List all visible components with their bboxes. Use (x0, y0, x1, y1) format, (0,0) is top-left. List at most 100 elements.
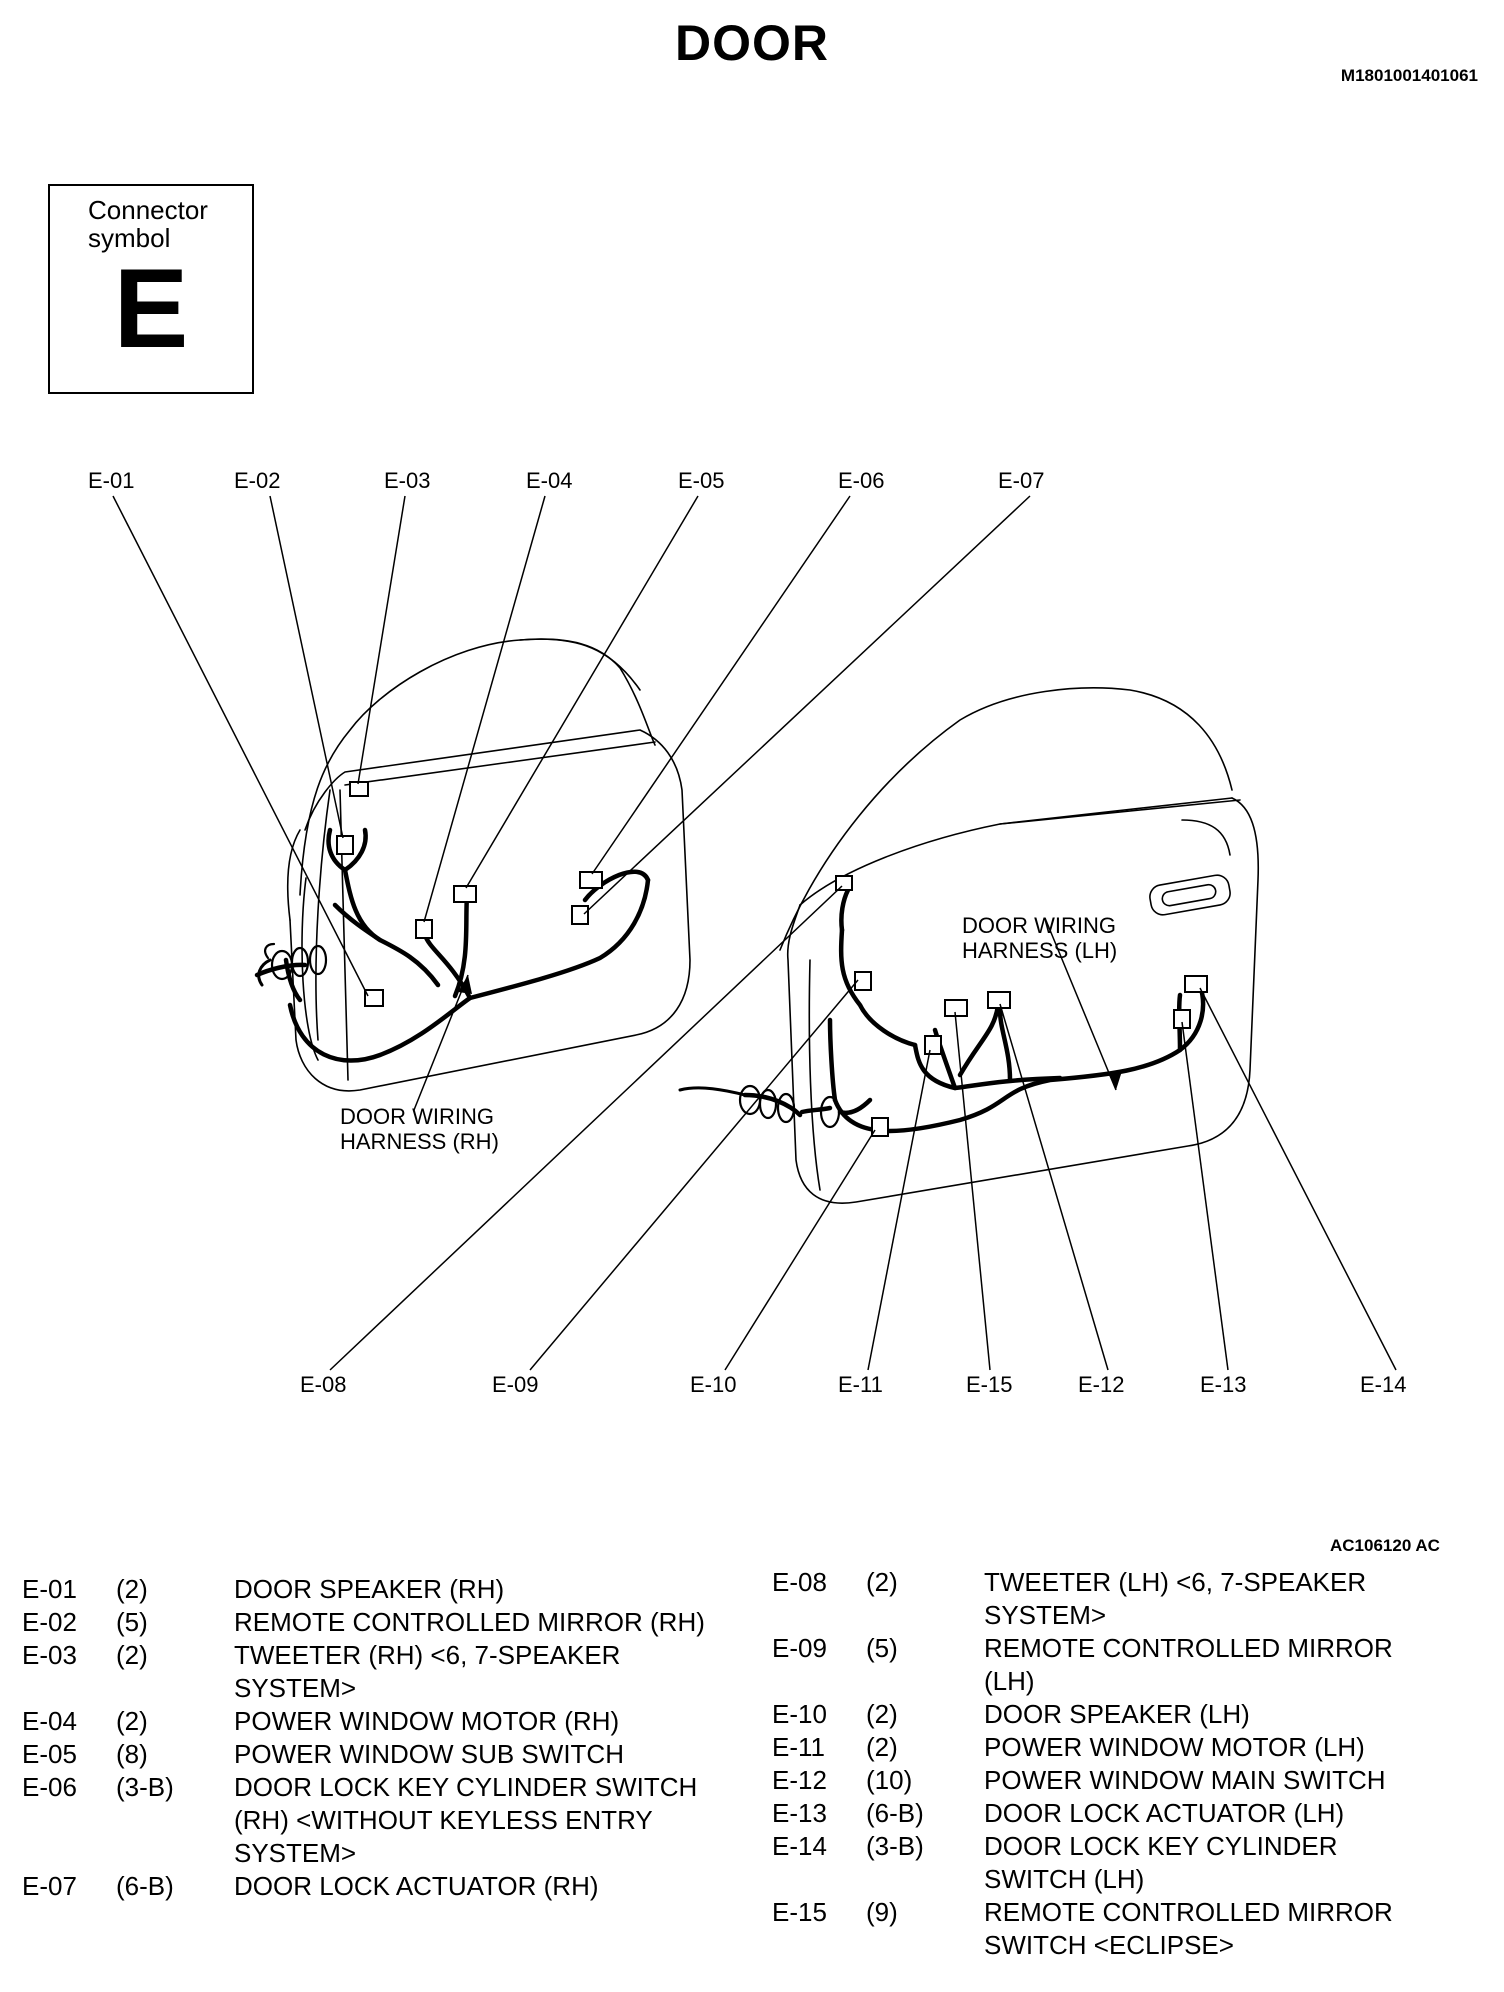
document-code: M1801001401061 (1340, 66, 1478, 85)
rh-door-panel (286, 638, 691, 1092)
connector-pins: (2) (866, 1699, 898, 1729)
connector-e06-rh (579, 871, 603, 889)
harness-label-lh: HARNESS (LH) (962, 938, 1117, 963)
connector-id: E-05 (22, 1739, 77, 1769)
callout-label: E-09 (492, 1372, 538, 1397)
connector-description: POWER WINDOW MAIN SWITCH (984, 1765, 1386, 1795)
connector-e13-lh (1173, 1009, 1191, 1029)
callout-label: E-03 (384, 468, 430, 493)
connector-e07-rh (571, 905, 589, 925)
connector-description: DOOR LOCK ACTUATOR (LH) (984, 1798, 1345, 1828)
connector-e08-lh (835, 875, 853, 891)
connector-e14-lh (1184, 975, 1208, 993)
connector-symbol-letter: E (113, 246, 189, 371)
callout-label: E-10 (690, 1372, 736, 1397)
harness-arrows (458, 975, 1122, 1090)
callout-label: E-01 (88, 468, 134, 493)
bottom-callouts: E-08 E-09 E-10 E-11 E-15 E-12 E-13 E-14 (300, 1372, 1406, 1397)
connector-description: DOOR LOCK KEY CYLINDER SWITCH (LH) (984, 1831, 1338, 1894)
connector-description: POWER WINDOW MOTOR (LH) (984, 1732, 1365, 1762)
list-item: E-08 (2) TWEETER (LH) <6, 7-SPEAKER SYST… (772, 1566, 1424, 1632)
figure-code: AC106120 AC (1330, 1536, 1440, 1555)
rh-connectors (336, 781, 603, 1007)
top-callouts: E-01 E-02 E-03 E-04 E-05 E-06 E-07 (88, 468, 1044, 493)
door-wiring-diagram: E-01 E-02 E-03 E-04 E-05 E-06 E-07 E-08 … (88, 468, 1406, 1397)
connector-list-right: E-08 (2) TWEETER (LH) <6, 7-SPEAKER SYST… (772, 1566, 1424, 1962)
connector-id: E-14 (772, 1831, 827, 1861)
connector-description: TWEETER (LH) <6, 7-SPEAKER SYSTEM> (984, 1567, 1367, 1630)
connector-e10-lh (871, 1117, 889, 1137)
connector-id: E-02 (22, 1607, 77, 1637)
connector-id: E-08 (772, 1567, 827, 1597)
connector-pins: (5) (116, 1607, 148, 1637)
connector-pins: (2) (116, 1706, 148, 1736)
leader-lines (112, 495, 1397, 1371)
connector-list-left: E-01 (2) DOOR SPEAKER (RH) E-02 (5) REMO… (22, 1573, 714, 1903)
connector-description: TWEETER (RH) <6, 7-SPEAKER SYSTEM> (234, 1640, 621, 1703)
harness-label-rh: DOOR WIRING (340, 1104, 494, 1129)
lh-grommet (738, 1084, 841, 1129)
lh-door-panel (779, 687, 1260, 1204)
rh-wiring-harness (254, 827, 651, 1063)
list-item: E-07 (6-B) DOOR LOCK ACTUATOR (RH) (22, 1870, 714, 1903)
connector-description: DOOR LOCK KEY CYLINDER SWITCH (RH) <WITH… (234, 1772, 698, 1868)
list-item: E-13 (6-B) DOOR LOCK ACTUATOR (LH) (772, 1797, 1424, 1830)
connector-description: POWER WINDOW MOTOR (RH) (234, 1706, 620, 1736)
connector-pins: (6-B) (866, 1798, 924, 1828)
connector-e02-rh (336, 835, 354, 855)
list-item: E-11 (2) POWER WINDOW MOTOR (LH) (772, 1731, 1424, 1764)
callout-label: E-04 (526, 468, 572, 493)
connector-description: REMOTE CONTROLLED MIRROR SWITCH <ECLIPSE… (984, 1897, 1393, 1960)
rh-grommet (264, 942, 328, 981)
connector-description: REMOTE CONTROLLED MIRROR (LH) (984, 1633, 1393, 1696)
list-item: E-06 (3-B) DOOR LOCK KEY CYLINDER SWITCH… (22, 1771, 714, 1870)
lh-connectors (835, 875, 1208, 1137)
list-item: E-02 (5) REMOTE CONTROLLED MIRROR (RH) (22, 1606, 714, 1639)
connector-pins: (2) (116, 1640, 148, 1670)
connector-pins: (2) (866, 1732, 898, 1762)
connector-id: E-03 (22, 1640, 77, 1670)
list-item: E-10 (2) DOOR SPEAKER (LH) (772, 1698, 1424, 1731)
connector-id: E-07 (22, 1871, 77, 1901)
callout-label: E-12 (1078, 1372, 1124, 1397)
callout-label: E-13 (1200, 1372, 1246, 1397)
connector-e05-rh (453, 885, 477, 903)
connector-pins: (2) (866, 1567, 898, 1597)
list-item: E-01 (2) DOOR SPEAKER (RH) (22, 1573, 714, 1606)
connector-id: E-10 (772, 1699, 827, 1729)
connector-description: DOOR SPEAKER (LH) (984, 1699, 1250, 1729)
connector-id: E-15 (772, 1897, 827, 1927)
connector-pins: (2) (116, 1574, 148, 1604)
connector-id: E-13 (772, 1798, 827, 1828)
connector-description: DOOR SPEAKER (RH) (234, 1574, 505, 1604)
connector-description: REMOTE CONTROLLED MIRROR (RH) (234, 1607, 705, 1637)
connector-pins: (5) (866, 1633, 898, 1663)
harness-label-rh: HARNESS (RH) (340, 1129, 499, 1154)
callout-label: E-07 (998, 468, 1044, 493)
connector-e04-rh (415, 919, 433, 939)
connector-e12-lh (987, 991, 1011, 1009)
callout-label: E-06 (838, 468, 884, 493)
callout-label: E-02 (234, 468, 280, 493)
connector-e03-rh (349, 781, 369, 797)
list-item: E-09 (5) REMOTE CONTROLLED MIRROR (LH) (772, 1632, 1424, 1698)
harness-label-lh: DOOR WIRING (962, 913, 1116, 938)
connector-id: E-09 (772, 1633, 827, 1663)
connector-id: E-01 (22, 1574, 77, 1604)
callout-label: E-05 (678, 468, 724, 493)
connector-pins: (8) (116, 1739, 148, 1769)
connector-pins: (3-B) (116, 1772, 174, 1802)
callout-label: E-15 (966, 1372, 1012, 1397)
list-item: E-05 (8) POWER WINDOW SUB SWITCH (22, 1738, 714, 1771)
connector-description: DOOR LOCK ACTUATOR (RH) (234, 1871, 599, 1901)
list-item: E-12 (10) POWER WINDOW MAIN SWITCH (772, 1764, 1424, 1797)
list-item: E-15 (9) REMOTE CONTROLLED MIRROR SWITCH… (772, 1896, 1424, 1962)
list-item: E-14 (3-B) DOOR LOCK KEY CYLINDER SWITCH… (772, 1830, 1424, 1896)
connector-id: E-06 (22, 1772, 77, 1802)
connector-e01-rh (364, 989, 384, 1007)
connector-pins: (6-B) (116, 1871, 174, 1901)
connector-e11-lh (924, 1035, 942, 1055)
connector-pins: (9) (866, 1897, 898, 1927)
connector-id: E-11 (772, 1732, 825, 1762)
connector-id: E-04 (22, 1706, 77, 1736)
